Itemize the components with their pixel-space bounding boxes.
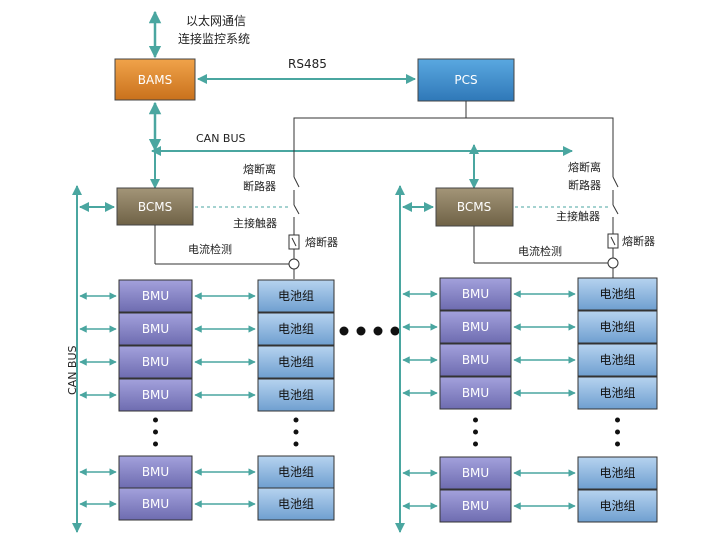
bams-label: BAMS bbox=[138, 73, 172, 87]
right-fuse-label: 熔断器 bbox=[622, 234, 655, 248]
right-battery-box: 电池组 bbox=[577, 456, 658, 490]
left-bmu-ellipsis-dot bbox=[153, 429, 158, 435]
left-battery-label: 电池组 bbox=[278, 388, 314, 402]
right-battery-box: 电池组 bbox=[577, 277, 658, 311]
right-bmu-box: BMU bbox=[439, 277, 512, 311]
right-bmu-box: BMU bbox=[439, 376, 512, 410]
ethernet-label-line1: 以太网通信 bbox=[186, 13, 246, 28]
right-breaker-switch bbox=[612, 176, 619, 188]
left-battery-label: 电池组 bbox=[278, 355, 314, 369]
right-bmu-label: BMU bbox=[462, 320, 489, 334]
right-battery-label: 电池组 bbox=[599, 320, 635, 334]
left-fuse-label: 熔断器 bbox=[305, 235, 338, 249]
left-breaker-line1: 熔断离 bbox=[243, 162, 276, 176]
right-battery-box: 电池组 bbox=[577, 489, 658, 523]
right-bmu-box: BMU bbox=[439, 489, 512, 523]
left-contactor-label: 主接触器 bbox=[233, 216, 277, 230]
right-bmu-battery-rows: BMU 电池组 BMU 电池组 BMU 电池组 BMU 电池组 BMU 电池组 BMU 电池组 bbox=[402, 277, 658, 523]
right-breaker-line2: 断路器 bbox=[568, 178, 601, 192]
right-bmu-label: BMU bbox=[462, 353, 489, 367]
left-current-label: 电流检测 bbox=[188, 242, 232, 256]
right-bcms-box: BCMS bbox=[435, 187, 514, 227]
can-bus-top-label: CAN BUS bbox=[196, 132, 246, 145]
right-contactor-label: 主接触器 bbox=[556, 209, 600, 223]
left-current-sensor-icon bbox=[288, 258, 300, 270]
left-battery-box: 电池组 bbox=[257, 312, 335, 346]
right-battery-label: 电池组 bbox=[599, 353, 635, 367]
right-bmu-ellipsis-dot bbox=[473, 417, 478, 423]
right-bmu-box: BMU bbox=[439, 310, 512, 344]
pcs-power-line-left bbox=[293, 101, 467, 165]
left-bmu-battery-rows: BMU 电池组 BMU 电池组 BMU 电池组 BMU 电池组 BMU 电池组 BMU 电池组 bbox=[79, 279, 335, 521]
pcs-label: PCS bbox=[454, 73, 477, 87]
left-battery-box: 电池组 bbox=[257, 378, 335, 412]
right-bmu-label: BMU bbox=[462, 499, 489, 513]
left-battery-box: 电池组 bbox=[257, 345, 335, 379]
left-battery-label: 电池组 bbox=[278, 322, 314, 336]
left-breaker-line2: 断路器 bbox=[243, 179, 276, 193]
left-bmu-ellipsis-dot bbox=[153, 417, 158, 423]
right-battery-box: 电池组 bbox=[577, 376, 658, 410]
left-battery-box: 电池组 bbox=[257, 455, 335, 489]
left-battery-label: 电池组 bbox=[278, 289, 314, 303]
left-cluster: CAN BUS BCMS 熔断离 断路器 主接触器 熔断器 电流检测 BMU 电池… bbox=[66, 162, 338, 533]
left-battery-ellipsis-dot bbox=[293, 441, 299, 447]
left-contactor-switch bbox=[293, 204, 300, 215]
left-bmu-box: BMU bbox=[118, 345, 193, 379]
left-bmu-label: BMU bbox=[142, 322, 169, 336]
rs485-label: RS485 bbox=[288, 57, 327, 71]
left-bmu-box: BMU bbox=[118, 279, 193, 313]
right-bmu-label: BMU bbox=[462, 386, 489, 400]
can-bus-left-label: CAN BUS bbox=[66, 345, 79, 395]
right-battery-label: 电池组 bbox=[599, 386, 635, 400]
right-bmu-label: BMU bbox=[462, 287, 489, 301]
right-bmu-label: BMU bbox=[462, 466, 489, 480]
left-bcms-label: BCMS bbox=[138, 200, 172, 214]
left-bmu-box: BMU bbox=[118, 378, 193, 412]
right-bmu-ellipsis-dot bbox=[473, 441, 478, 447]
left-battery-box: 电池组 bbox=[257, 487, 335, 521]
left-bmu-box: BMU bbox=[118, 455, 193, 489]
right-battery-ellipsis-dot bbox=[615, 441, 620, 447]
left-battery-ellipsis-dot bbox=[293, 417, 299, 423]
left-bcms-box: BCMS bbox=[116, 187, 194, 226]
cluster-ellipsis bbox=[339, 326, 400, 336]
right-bmu-box: BMU bbox=[439, 456, 512, 490]
right-bmu-box: BMU bbox=[439, 343, 512, 377]
left-battery-ellipsis-dot bbox=[293, 429, 299, 435]
right-contactor-switch bbox=[612, 204, 619, 215]
right-current-label: 电流检测 bbox=[518, 244, 562, 258]
left-breaker-switch bbox=[293, 176, 300, 188]
left-bmu-label: BMU bbox=[142, 388, 169, 402]
right-battery-label: 电池组 bbox=[599, 287, 635, 301]
left-battery-box: 电池组 bbox=[257, 279, 335, 313]
left-bmu-label: BMU bbox=[142, 465, 169, 479]
left-bmu-label: BMU bbox=[142, 497, 169, 511]
left-battery-label: 电池组 bbox=[278, 465, 314, 479]
right-battery-label: 电池组 bbox=[599, 499, 635, 513]
right-battery-label: 电池组 bbox=[599, 466, 635, 480]
left-bmu-box: BMU bbox=[118, 487, 193, 521]
right-battery-box: 电池组 bbox=[577, 343, 658, 377]
left-bmu-label: BMU bbox=[142, 289, 169, 303]
pcs-power-line-right bbox=[466, 117, 614, 165]
right-battery-box: 电池组 bbox=[577, 310, 658, 344]
right-breaker-line1: 熔断离 bbox=[568, 160, 601, 174]
right-bmu-ellipsis-dot bbox=[473, 429, 478, 435]
right-battery-ellipsis-dot bbox=[615, 417, 620, 423]
right-battery-ellipsis-dot bbox=[615, 429, 620, 435]
left-bmu-label: BMU bbox=[142, 355, 169, 369]
bams-box: BAMS bbox=[114, 58, 196, 101]
ethernet-label-line2: 连接监控系统 bbox=[178, 31, 250, 46]
left-battery-label: 电池组 bbox=[278, 497, 314, 511]
right-current-sensor-icon bbox=[607, 257, 619, 269]
left-bmu-ellipsis-dot bbox=[153, 441, 158, 447]
left-bmu-box: BMU bbox=[118, 312, 193, 346]
right-bcms-label: BCMS bbox=[457, 200, 491, 214]
pcs-box: PCS bbox=[417, 58, 515, 102]
